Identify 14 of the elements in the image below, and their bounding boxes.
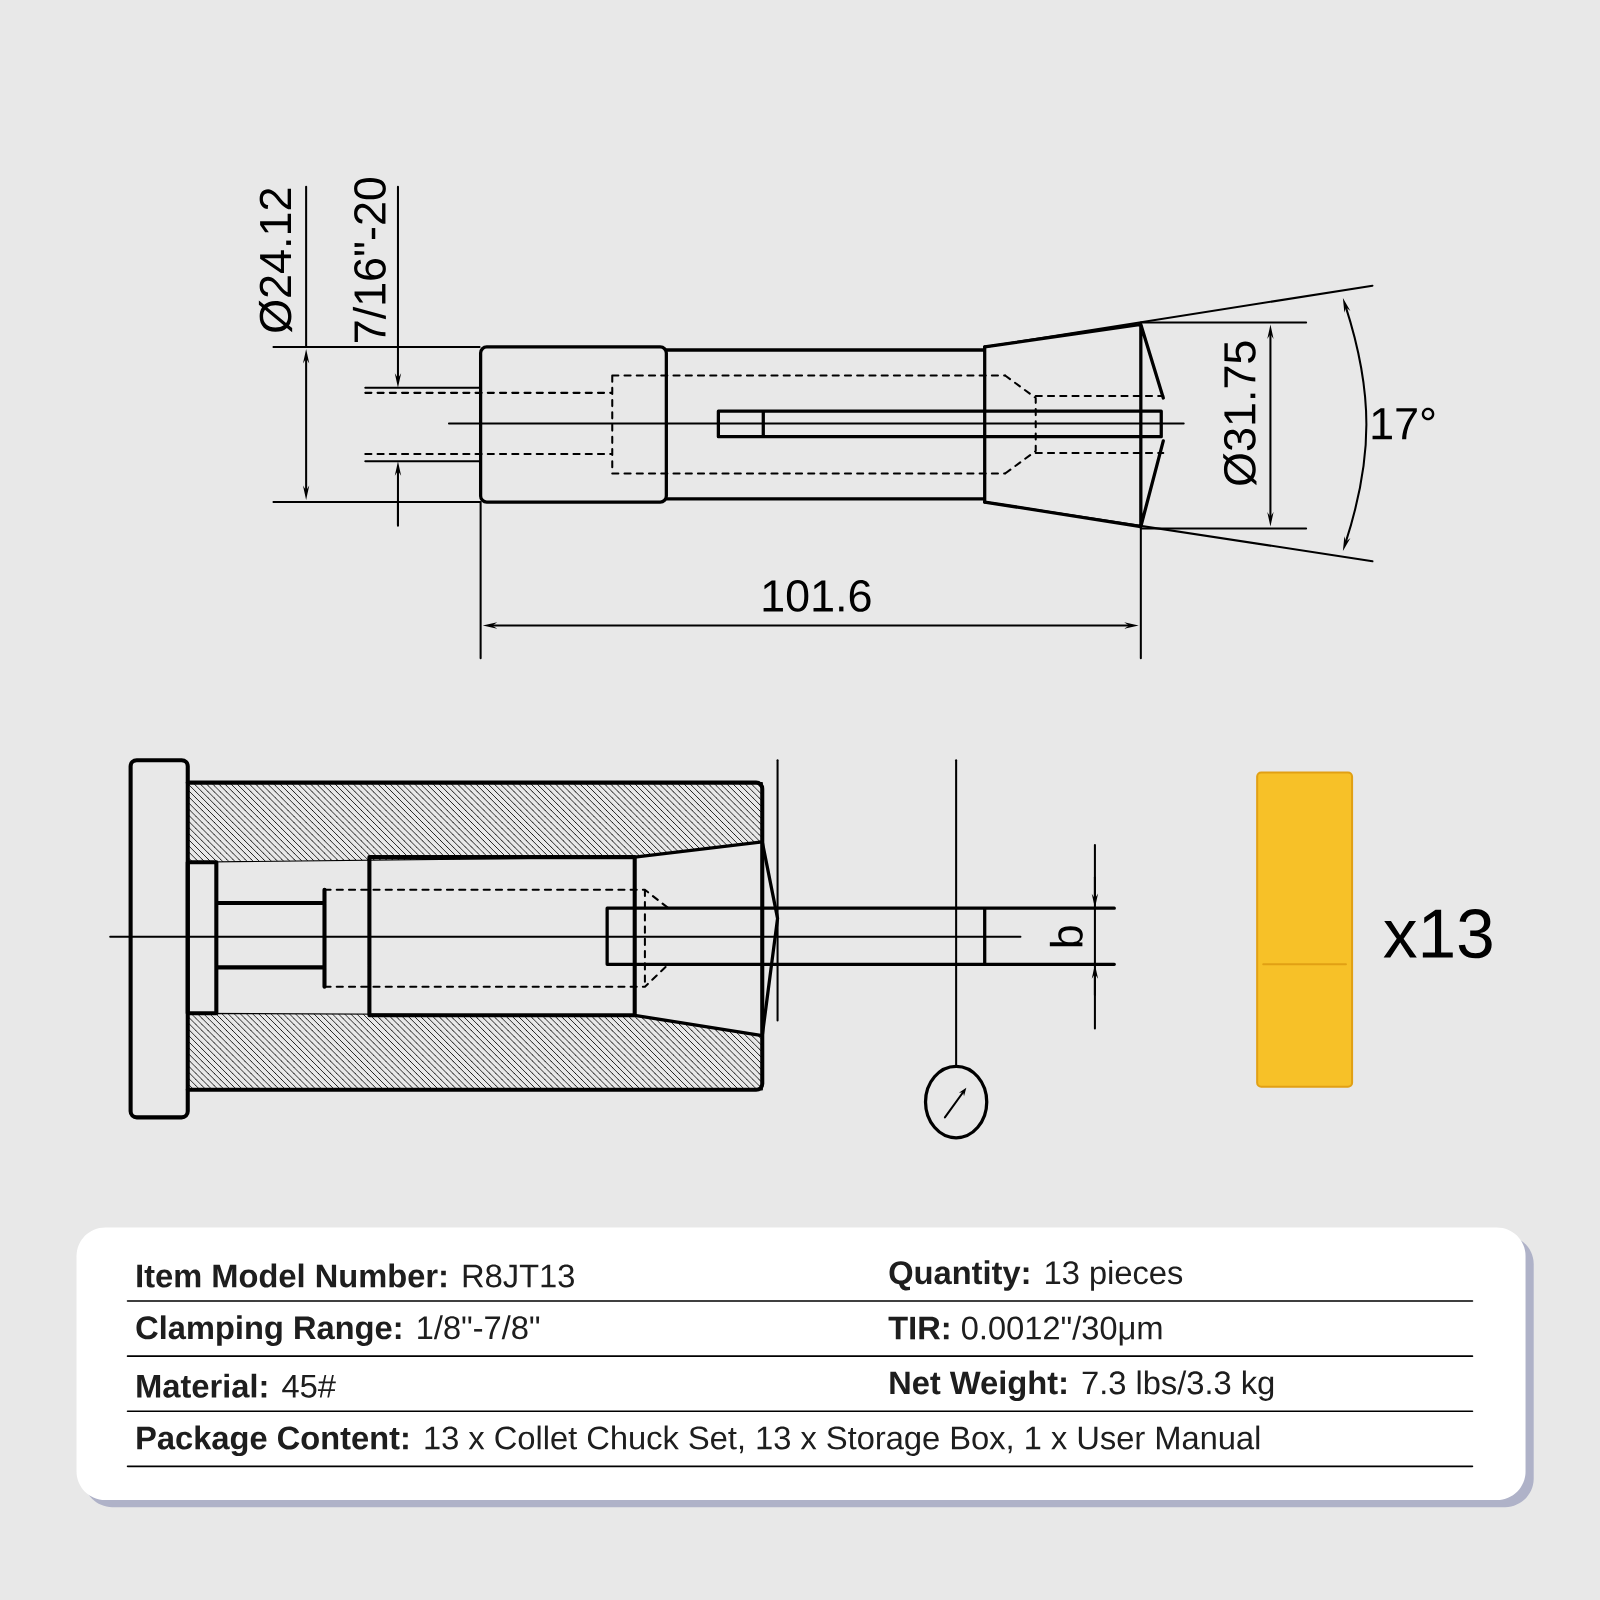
spec-text: Item Model Number: R8JT13 — [137, 1263, 574, 1288]
spec-text: Material: 45# — [137, 1373, 336, 1398]
dimension-label: 17° — [1372, 407, 1435, 440]
dimension-label: Ø31.75 — [1223, 341, 1257, 486]
dimension-label: b — [1049, 926, 1083, 947]
dimension-label: 7/16"-20 — [352, 177, 386, 342]
spec-text: Quantity: 13 pieces — [889, 1260, 1183, 1291]
spec-text: Net Weight: 7.3 lbs/3.3 kg — [890, 1370, 1274, 1401]
spec-text: TIR: 0.0012"/30μm — [888, 1315, 1162, 1346]
spec-text: Clamping Range: 1/8"-7/8" — [136, 1315, 540, 1346]
dimension-label: Ø24.12 — [258, 188, 293, 333]
dimension-label: 101.6 — [763, 580, 871, 612]
quantity-label: x13 — [1383, 909, 1492, 959]
spec-text: Package Content: 13 x Collet Chuck Set, 13 x Storage Box, 1 x User Manual — [137, 1425, 1260, 1457]
